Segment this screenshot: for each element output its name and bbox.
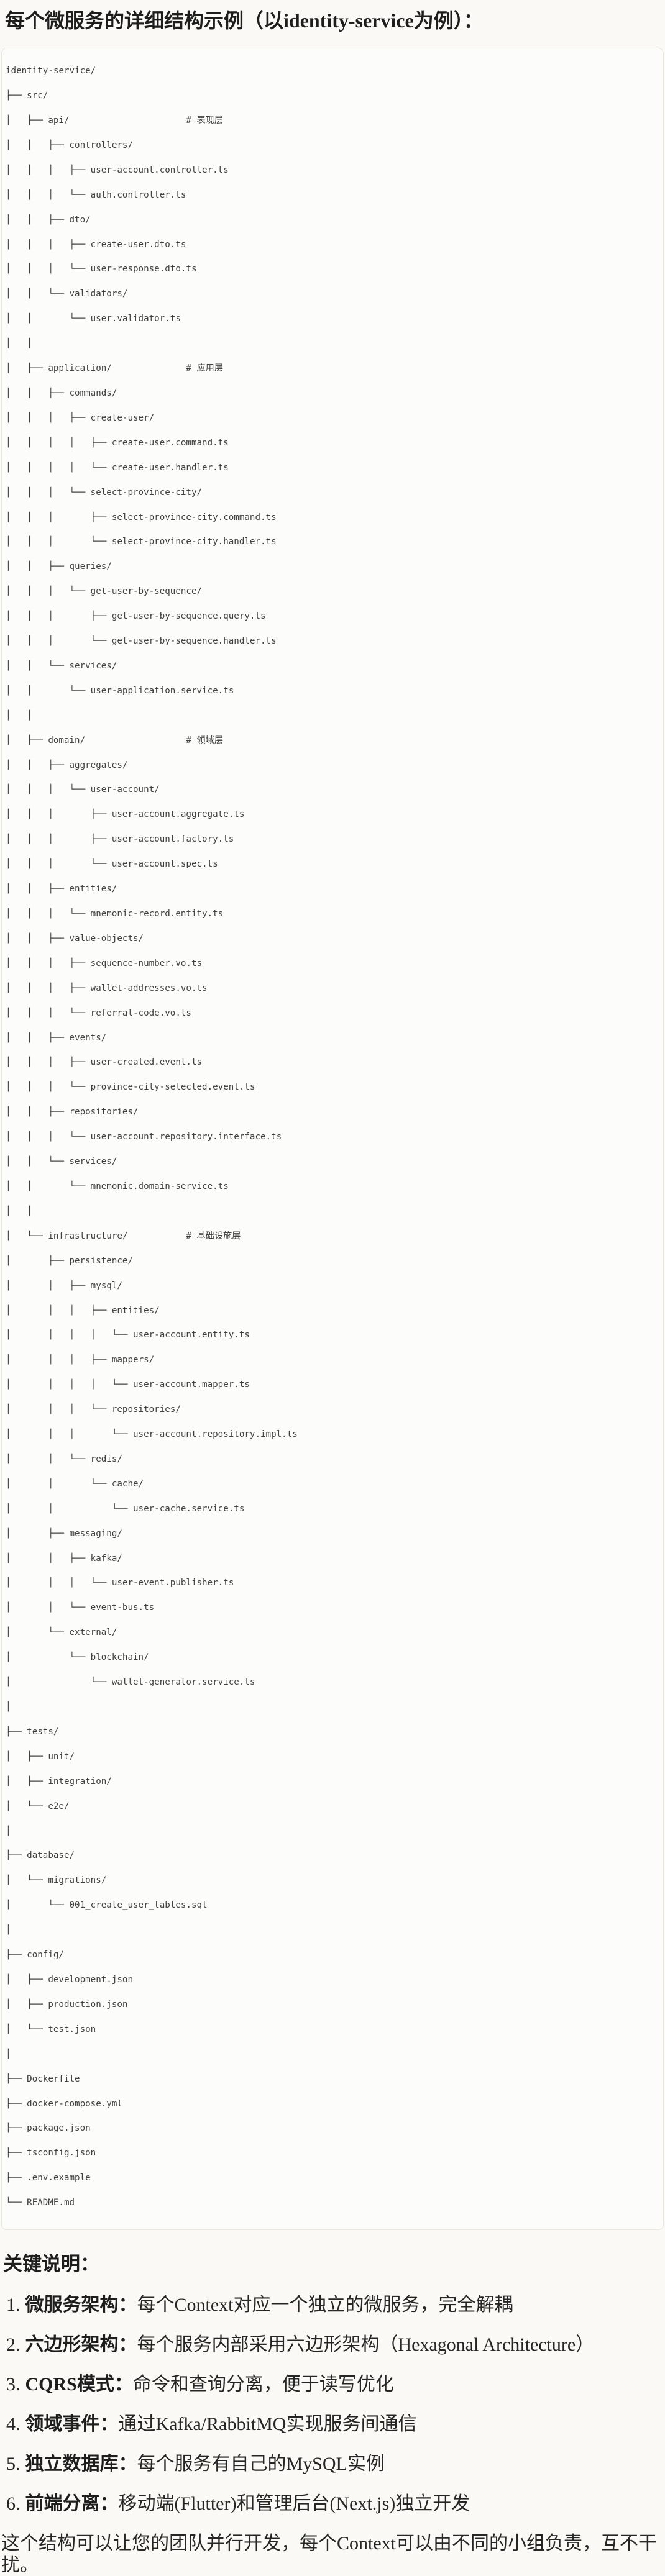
item-desc: 每个Context对应一个独立的微服务，完全解耦 — [137, 2295, 513, 2316]
item-label: 微服务架构 — [25, 2295, 119, 2316]
item-colon: ： — [99, 2493, 119, 2515]
item-desc: 命令和查询分离，便于读写优化 — [132, 2374, 394, 2395]
page-title: 每个微服务的详细结构示例（以identity-service为例）： — [5, 9, 484, 32]
key-points-heading: 关键说明： — [3, 2253, 99, 2275]
item-desc: 通过Kafka/RabbitMQ实现服务间通信 — [118, 2414, 417, 2435]
list-item: 5.独立数据库：每个服务有自己的MySQL实例 — [6, 2454, 665, 2474]
list-item: 1.微服务架构：每个Context对应一个独立的微服务，完全解耦 — [6, 2295, 665, 2315]
item-colon: ： — [99, 2414, 119, 2435]
item-desc: 每个服务内部采用六边形架构（Hexagonal Architecture） — [137, 2334, 595, 2355]
item-desc: 移动端(Flutter)和管理后台(Next.js)独立开发 — [118, 2493, 470, 2515]
item-number: 6. — [6, 2493, 21, 2515]
item-number: 1. — [6, 2295, 21, 2316]
item-colon: ： — [114, 2374, 133, 2395]
item-number: 3. — [6, 2374, 21, 2395]
item-label: CQRS模式 — [25, 2374, 114, 2395]
item-label: 六边形架构 — [25, 2334, 119, 2355]
list-item: 4.领域事件：通过Kafka/RabbitMQ实现服务间通信 — [6, 2414, 665, 2434]
item-label: 前端分离 — [25, 2493, 100, 2515]
list-item: 2.六边形架构：每个服务内部采用六边形架构（Hexagonal Architec… — [6, 2334, 665, 2355]
item-number: 5. — [6, 2454, 21, 2475]
document: 每个微服务的详细结构示例（以identity-service为例）： ident… — [0, 7, 665, 2576]
list-item: 3.CQRS模式：命令和查询分离，便于读写优化 — [6, 2374, 665, 2395]
item-label: 独立数据库 — [25, 2454, 119, 2475]
item-colon: ： — [118, 2334, 137, 2355]
code-block: identity-service/ ├── src/ │ ├── api/ # … — [1, 48, 664, 2231]
key-points-list: 1.微服务架构：每个Context对应一个独立的微服务，完全解耦 2.六边形架构… — [0, 2295, 665, 2514]
item-label: 领域事件 — [25, 2414, 100, 2435]
item-colon: ： — [118, 2295, 137, 2316]
closing-paragraph: 这个结构可以让您的团队并行开发，每个Context可以由不同的小组负责，互不干扰… — [1, 2533, 657, 2575]
item-number: 4. — [6, 2414, 21, 2435]
item-colon: ： — [118, 2454, 137, 2475]
list-item: 6.前端分离：移动端(Flutter)和管理后台(Next.js)独立开发 — [6, 2493, 665, 2514]
item-desc: 每个服务有自己的MySQL实例 — [137, 2454, 385, 2475]
directory-tree: identity-service/ ├── src/ │ ├── api/ # … — [6, 66, 298, 2208]
item-number: 2. — [6, 2334, 21, 2355]
